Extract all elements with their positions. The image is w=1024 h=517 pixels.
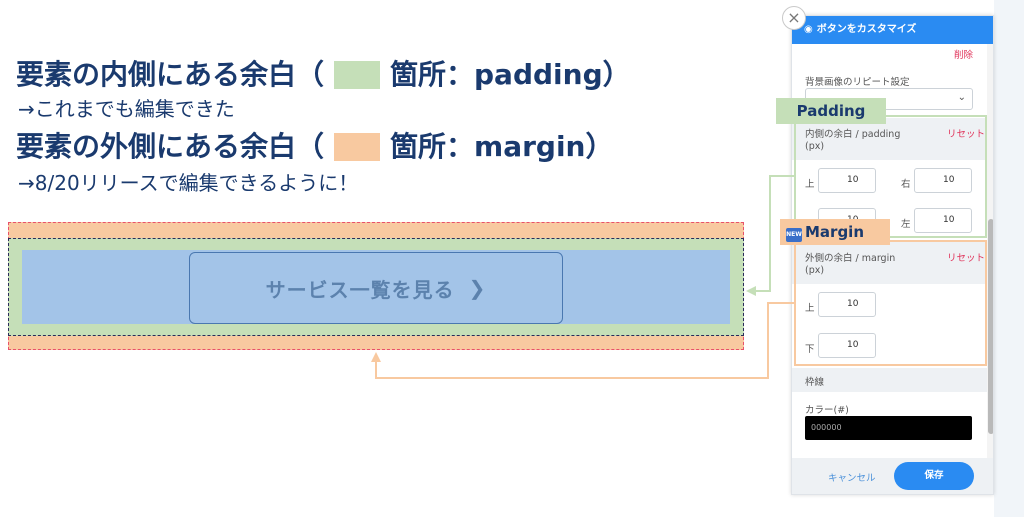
headline-margin-note: →8/20リリースで編集できるように！ (18, 171, 359, 195)
padding-left-input[interactable]: 10 (914, 208, 972, 233)
cancel-button[interactable]: キャンセル (828, 473, 876, 484)
service-list-button-label: サービス一覧を見る (265, 277, 455, 302)
panel-header: ◉ボタンをカスタマイズ (792, 16, 993, 44)
margin-bottom-input[interactable]: 10 (818, 333, 876, 358)
padding-left-label: 左 (901, 219, 911, 230)
panel-title: ボタンをカスタマイズ (816, 24, 917, 35)
padding-tag: Padding (776, 98, 886, 124)
save-button[interactable]: 保存 (894, 462, 974, 490)
margin-top-input[interactable]: 10 (818, 292, 876, 317)
padding-reset-link[interactable]: リセット (947, 126, 985, 140)
repeat-setting-label: 背景画像のリピート設定 (805, 77, 910, 88)
new-badge-icon: NEW (786, 228, 802, 242)
padding-top-label: 上 (805, 179, 815, 190)
padding-arrowhead (746, 286, 756, 296)
margin-section-title: 外側の余白 / margin (805, 253, 896, 264)
headline-padding-note: →これまでも編集できた (18, 97, 235, 121)
margin-reset-link[interactable]: リセット (947, 250, 985, 264)
chevron-down-icon: ⌄ (957, 92, 966, 103)
padding-right-input[interactable]: 10 (914, 168, 972, 193)
headline-margin-text: 要素の外側にある余白（ (16, 130, 325, 163)
border-section-title: 枠線 (805, 377, 825, 388)
padding-right-label: 右 (901, 179, 911, 190)
margin-reset-label: リセット (947, 253, 986, 264)
chevron-right-icon: ❯ (468, 276, 487, 300)
close-icon[interactable]: × (782, 6, 806, 30)
margin-color-swatch (334, 133, 381, 161)
padding-section-header (792, 118, 987, 160)
color-input[interactable]: 000000 (805, 416, 972, 440)
color-label: カラー(#) (805, 405, 849, 416)
customize-panel: ◉ボタンをカスタマイズ 削除 背景画像のリピート設定 ⌄ 内側の余白 / pad… (791, 15, 994, 495)
padding-unit: (px) (805, 141, 825, 152)
headline-padding: 要素の内側にある余白（ 箇所：padding） (16, 58, 631, 92)
border-section-header (792, 368, 987, 392)
delete-link[interactable]: 削除 (954, 50, 974, 61)
padding-color-swatch (334, 61, 381, 89)
headline-margin: 要素の外側にある余白（ 箇所：margin） (16, 130, 613, 164)
padding-highlight-frame (794, 115, 987, 238)
margin-bottom-label: 下 (805, 344, 815, 355)
margin-arrowhead (371, 352, 381, 362)
margin-unit: (px) (805, 265, 825, 276)
margin-highlight-frame (794, 240, 987, 366)
scrollbar-thumb[interactable] (988, 219, 993, 434)
panel-footer: キャンセル 保存 (792, 458, 993, 494)
padding-reset-label: リセット (947, 129, 986, 140)
page-background-strip (994, 0, 1024, 517)
margin-tag-label: Margin (805, 223, 865, 241)
panel-scrollbar[interactable] (987, 44, 993, 458)
margin-top-label: 上 (805, 303, 815, 314)
service-list-button[interactable]: サービス一覧を見る ❯ (189, 252, 563, 324)
palette-icon: ◉ (804, 24, 813, 35)
padding-top-input[interactable]: 10 (818, 168, 876, 193)
headline-margin-suffix: 箇所：margin） (390, 130, 614, 163)
margin-section-header (792, 242, 987, 284)
headline-padding-text: 要素の内側にある余白（ (16, 58, 325, 91)
padding-section-title: 内側の余白 / padding (805, 129, 901, 140)
headline-padding-suffix: 箇所：padding） (390, 58, 631, 91)
